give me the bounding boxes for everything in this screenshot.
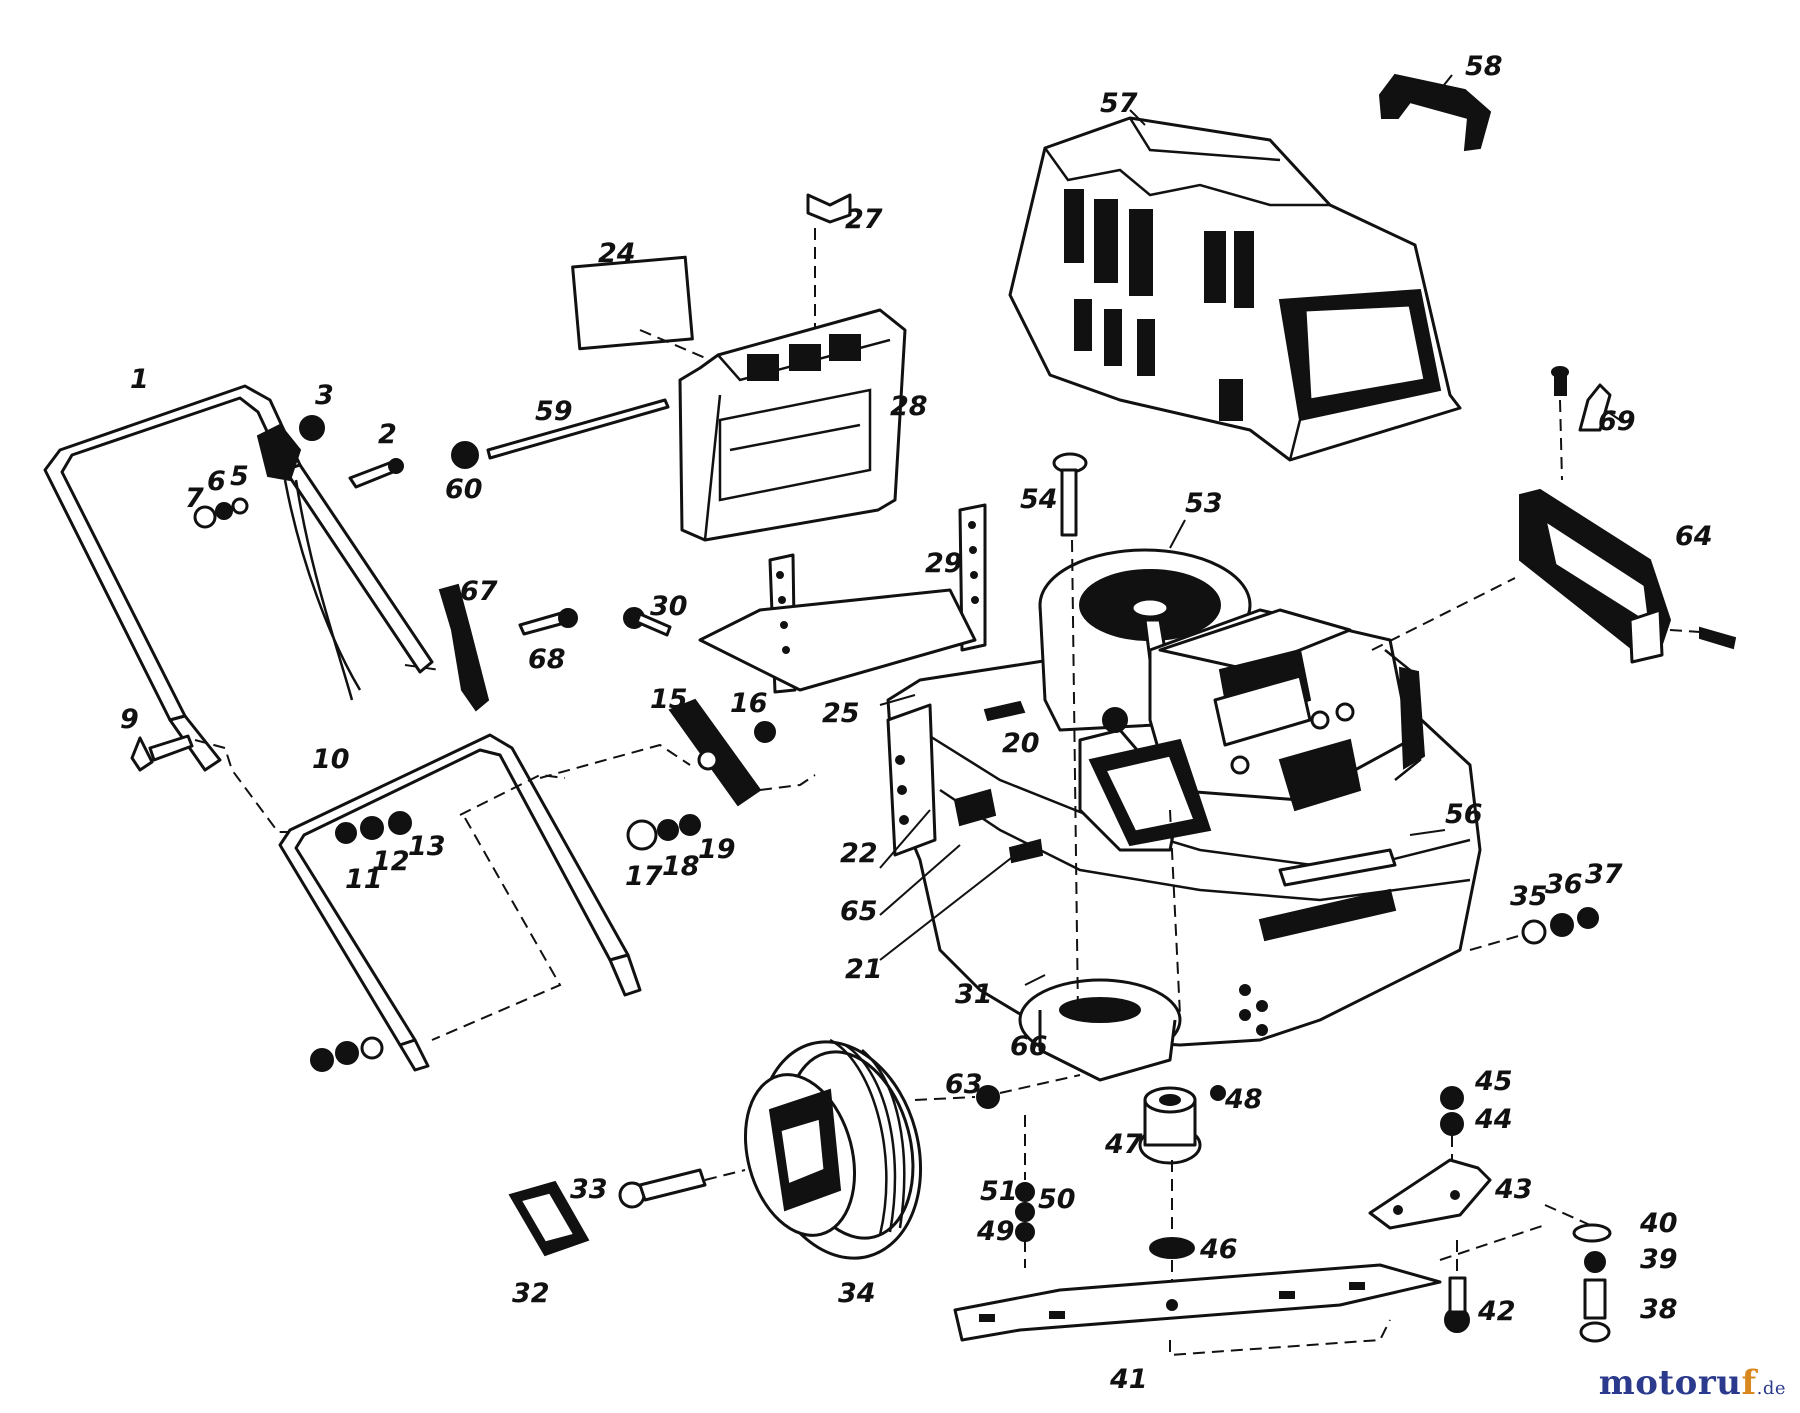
label-plate (571, 255, 694, 351)
callout-1: 1 (130, 364, 149, 395)
callout-53: 53 (1185, 488, 1223, 519)
watermark-logo: motoruf.de (1599, 1363, 1786, 1403)
grass-catcher-bag (1008, 116, 1462, 462)
callout-34: 34 (838, 1278, 876, 1309)
callout-48: 48 (1224, 1084, 1263, 1115)
callout-22: 22 (840, 838, 878, 869)
callout-13: 13 (408, 831, 446, 862)
callout-2: 2 (378, 419, 397, 450)
cutting-blade (953, 1263, 1442, 1342)
callout-12: 12 (372, 846, 410, 877)
callout-60: 60 (445, 474, 483, 505)
callout-40: 40 (1639, 1208, 1678, 1239)
lower-handlebar (278, 733, 642, 1072)
callout-54: 54 (1020, 484, 1058, 515)
callout-21: 21 (845, 954, 883, 985)
engine-bolt (1052, 452, 1088, 537)
callout-15: 15 (650, 684, 688, 715)
callout-5: 5 (230, 461, 249, 492)
callout-38: 38 (1640, 1294, 1678, 1325)
callout-25: 25 (822, 698, 860, 729)
watermark-tld: .de (1756, 1378, 1786, 1399)
callout-11: 11 (345, 864, 383, 895)
callout-57: 57 (1100, 88, 1138, 119)
engine (1038, 548, 1426, 852)
upper-handlebar (43, 384, 434, 772)
callout-47: 47 (1104, 1129, 1143, 1160)
callout-32: 32 (512, 1278, 550, 1309)
callout-46: 46 (1199, 1234, 1238, 1265)
callout-24: 24 (598, 238, 636, 269)
callout-66: 66 (1010, 1031, 1048, 1062)
callout-45: 45 (1474, 1066, 1513, 1097)
clip (806, 193, 852, 224)
leader-lines (879, 74, 1621, 986)
watermark-main: motoru (1598, 1363, 1742, 1403)
callout-28: 28 (890, 391, 928, 422)
callout-37: 37 (1585, 859, 1623, 890)
rear-flap (678, 308, 907, 542)
callout-18: 18 (662, 851, 700, 882)
callout-65: 65 (840, 896, 878, 927)
callout-63: 63 (945, 1069, 983, 1100)
callout-39: 39 (1640, 1244, 1678, 1275)
callout-35: 35 (1510, 881, 1548, 912)
callout-56: 56 (1445, 799, 1483, 830)
callout-20: 20 (1002, 728, 1040, 759)
mulch-blade (1368, 1158, 1492, 1230)
bag-bracket (698, 503, 987, 694)
callout-labels: 1 2 3 5 6 7 9 10 11 12 13 15 16 17 18 19… (120, 51, 1713, 1395)
control-lever (256, 415, 362, 701)
callout-6: 6 (207, 466, 226, 497)
callout-58: 58 (1465, 51, 1503, 82)
callout-7: 7 (185, 483, 204, 514)
callout-69: 69 (1598, 406, 1636, 437)
handle-clamp (626, 698, 776, 851)
callout-49: 49 (976, 1216, 1015, 1247)
callout-10: 10 (312, 744, 350, 775)
adjusting-knob (404, 583, 578, 712)
callout-19: 19 (698, 834, 736, 865)
blade-housing (1018, 978, 1182, 1082)
callout-29: 29 (925, 548, 963, 579)
callout-33: 33 (570, 1174, 608, 1205)
blade-adapter (1138, 1086, 1202, 1165)
callout-64: 64 (1675, 521, 1713, 552)
callout-67: 67 (460, 576, 498, 607)
callout-59: 59 (535, 396, 573, 427)
callout-50: 50 (1038, 1184, 1076, 1215)
callout-17: 17 (625, 861, 663, 892)
callout-30: 30 (650, 591, 688, 622)
callout-41: 41 (1109, 1364, 1148, 1395)
callout-9: 9 (120, 704, 139, 735)
callout-44: 44 (1474, 1104, 1513, 1135)
bag-carry-handle (1378, 73, 1492, 152)
callout-36: 36 (1545, 869, 1583, 900)
callout-31: 31 (955, 979, 993, 1010)
callout-27: 27 (845, 204, 883, 235)
handle-bolt (130, 734, 194, 772)
rod (486, 398, 670, 460)
callout-51: 51 (980, 1176, 1018, 1207)
callout-16: 16 (730, 688, 768, 719)
callout-3: 3 (315, 380, 334, 411)
callout-68: 68 (528, 644, 566, 675)
callout-43: 43 (1494, 1174, 1533, 1205)
rear-bracket (1519, 488, 1672, 664)
wheel (743, 1038, 923, 1260)
callout-42: 42 (1477, 1296, 1516, 1327)
watermark-accent: f (1741, 1363, 1757, 1403)
